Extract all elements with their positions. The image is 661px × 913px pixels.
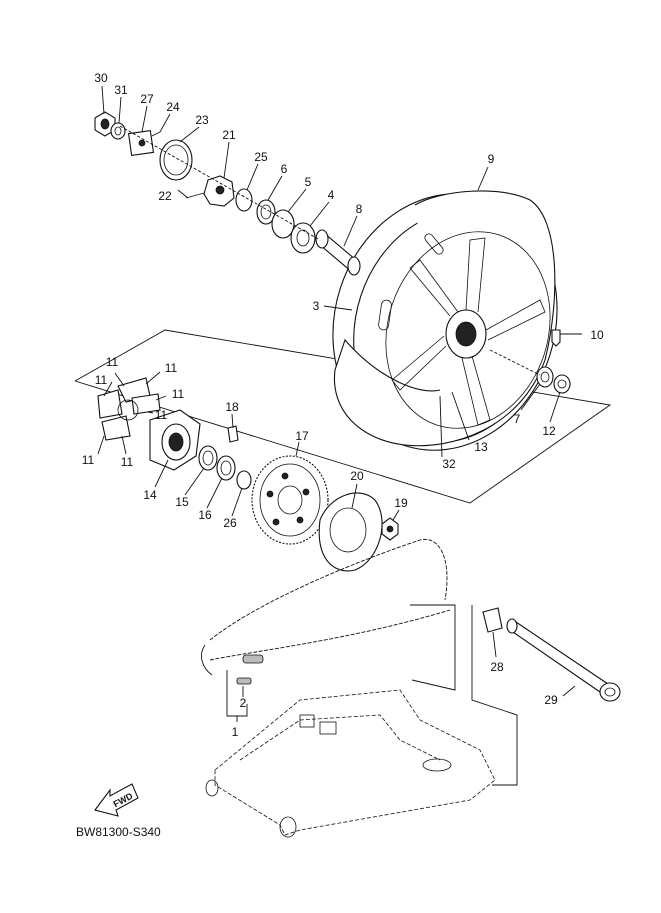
right-side-hub-parts — [489, 329, 571, 394]
callout-1: 1 — [232, 725, 239, 739]
callout-29: 29 — [544, 693, 558, 707]
callout-11: 11 — [121, 455, 134, 469]
callout-14: 14 — [143, 488, 157, 502]
assembly-frame — [74, 329, 612, 786]
callout-16: 16 — [198, 508, 212, 522]
sprocket-assembly — [251, 455, 399, 572]
callout-labels: 30 31 27 24 23 21 25 6 5 4 8 9 22 3 10 1… — [82, 71, 604, 739]
callout-9: 9 — [488, 152, 495, 166]
drive-chain — [201, 538, 451, 685]
fwd-arrow: FWD — [94, 783, 139, 817]
callout-27: 27 — [140, 92, 154, 106]
callout-8: 8 — [356, 202, 363, 216]
callout-32: 32 — [442, 457, 456, 471]
callout-30: 30 — [94, 71, 108, 85]
callout-6: 6 — [281, 162, 288, 176]
callout-20: 20 — [350, 469, 364, 483]
callout-11: 11 — [172, 387, 185, 401]
callout-25: 25 — [254, 150, 268, 164]
callout-17: 17 — [295, 429, 309, 443]
callout-24: 24 — [166, 100, 180, 114]
callout-4: 4 — [328, 188, 335, 202]
callout-12: 12 — [542, 424, 556, 438]
drawing-code: BW81300-S340 — [76, 825, 161, 839]
callout-2: 2 — [240, 696, 247, 710]
leader-lines — [97, 85, 582, 722]
callout-13: 13 — [474, 440, 488, 454]
callout-28: 28 — [490, 660, 504, 674]
callout-11: 11 — [95, 373, 108, 387]
callout-7: 7 — [514, 412, 521, 426]
rear-axle — [482, 607, 621, 702]
callout-26: 26 — [223, 516, 237, 530]
callout-5: 5 — [305, 175, 312, 189]
swingarm — [205, 689, 496, 838]
callout-11: 11 — [165, 361, 178, 375]
callout-18: 18 — [225, 400, 239, 414]
callout-11: 11 — [155, 408, 168, 422]
callout-15: 15 — [175, 495, 189, 509]
callout-21: 21 — [222, 128, 236, 142]
hub-damper-assembly — [97, 377, 252, 490]
callout-31: 31 — [114, 83, 128, 97]
callout-22: 22 — [158, 189, 172, 203]
rear-wheel — [332, 190, 558, 451]
callout-10: 10 — [590, 328, 604, 342]
callout-19: 19 — [394, 496, 408, 510]
callout-23: 23 — [195, 113, 209, 127]
callout-11: 11 — [82, 453, 95, 467]
callout-3: 3 — [313, 299, 320, 313]
left-side-hub-parts — [94, 111, 361, 276]
callout-11: 11 — [106, 355, 119, 369]
